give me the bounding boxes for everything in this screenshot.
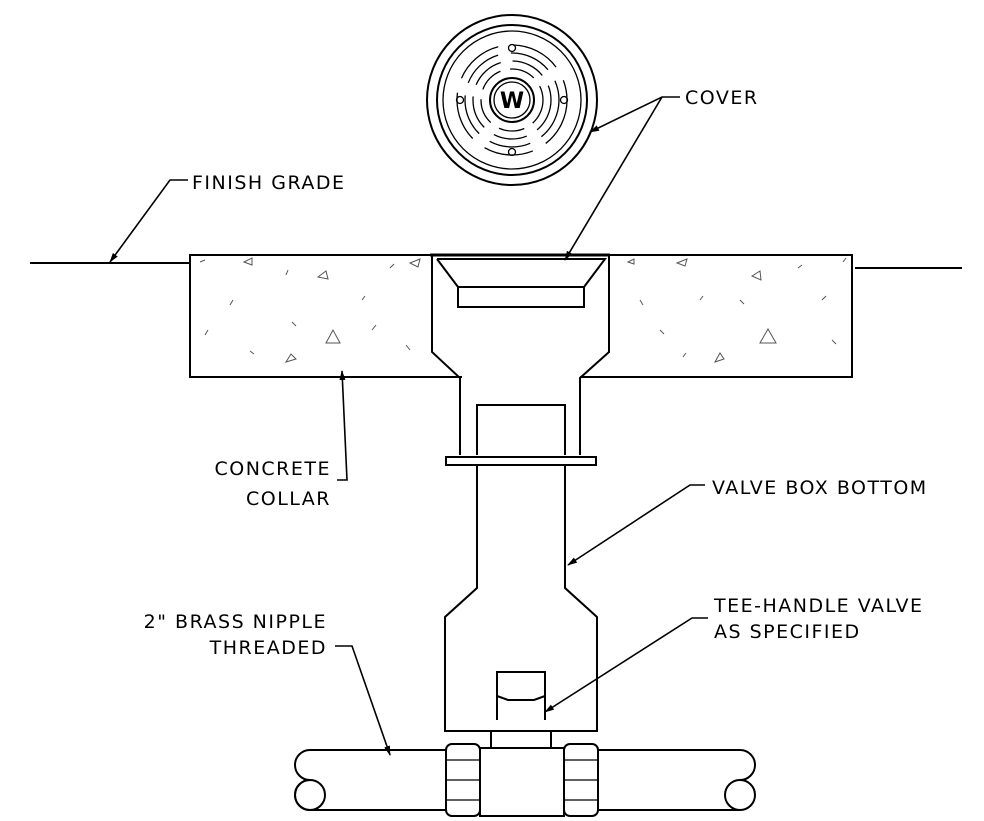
bolt-hole-left (455, 95, 465, 105)
label-finish-grade: FINISH GRADE (192, 172, 346, 194)
concrete-aggregate (199, 257, 847, 363)
concrete-collar (189, 254, 853, 378)
cover-plan-view: W (426, 14, 598, 186)
tee-handle-leader (544, 617, 708, 713)
valve-box (430, 253, 610, 732)
bolt-hole-bottom (507, 147, 517, 157)
label-nipple-2: THREADED (209, 637, 327, 659)
label-cover: COVER (685, 87, 759, 109)
cover-logo-text: W (500, 89, 524, 114)
cover-leader-plan (589, 96, 680, 133)
label-valve-box-bottom: VALVE BOX BOTTOM (712, 477, 928, 499)
concrete-collar-leader (337, 370, 348, 481)
tee-handle-valve (490, 671, 552, 749)
brass-nipple (294, 743, 756, 817)
label-concrete-collar-2: COLLAR (246, 488, 331, 510)
bolt-hole-top (507, 43, 517, 53)
label-nipple-1: 2" BRASS NIPPLE (144, 611, 327, 633)
label-tee-handle-1: TEE-HANDLE VALVE (713, 595, 924, 617)
cover-leader-section (564, 96, 663, 261)
label-tee-handle-2: AS SPECIFIED (714, 621, 861, 643)
finish-grade-leader (109, 179, 188, 263)
bolt-hole-right (559, 95, 569, 105)
nipple-leader (335, 645, 391, 756)
valve-box-bottom-leader (567, 484, 705, 566)
label-concrete-collar-1: CONCRETE (214, 458, 331, 480)
leaders (109, 96, 708, 756)
